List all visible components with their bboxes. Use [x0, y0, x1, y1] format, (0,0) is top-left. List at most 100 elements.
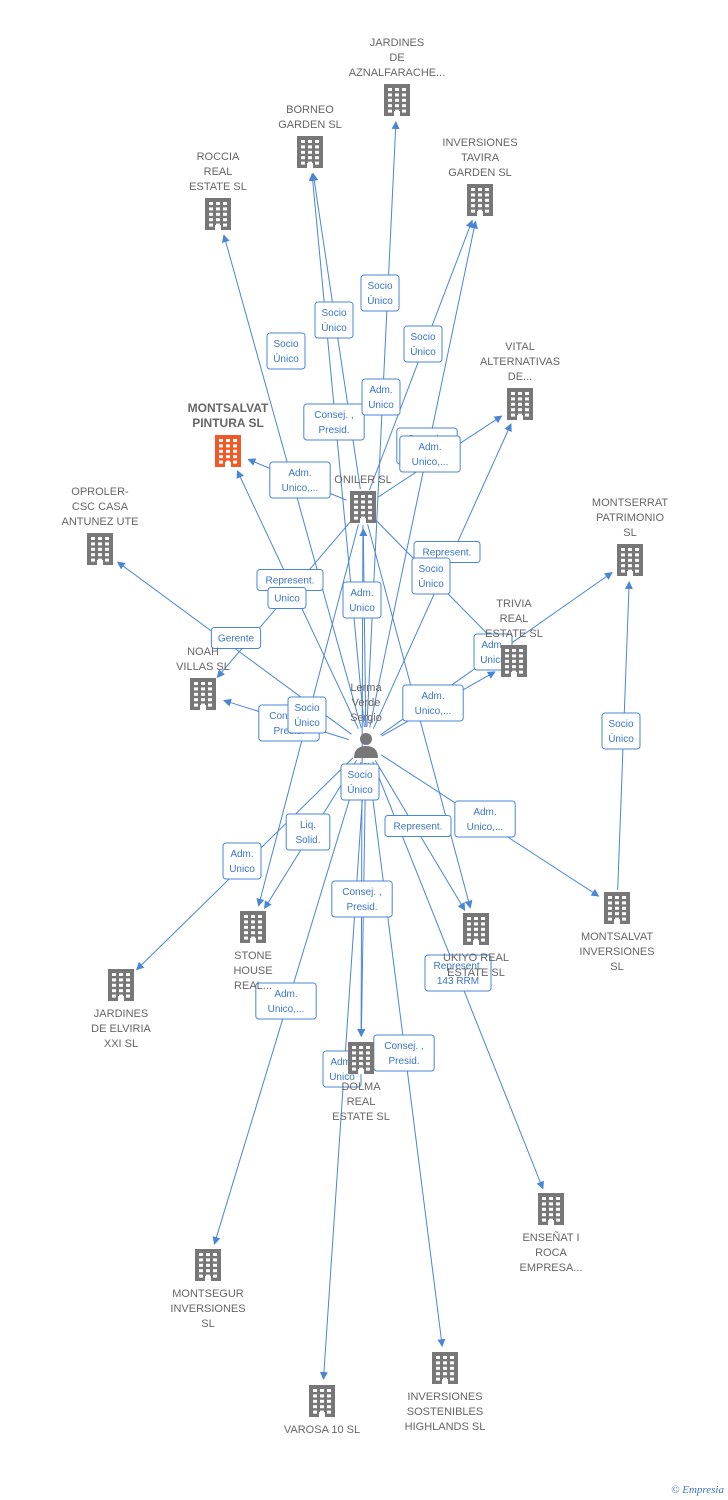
node-ensenat[interactable]: ENSEÑAT IROCAEMPRESA...	[520, 1193, 583, 1274]
edge-label-text: Liq.	[300, 820, 316, 831]
node-label: ONILER SL	[334, 474, 391, 486]
node-label: ESTATE SL	[189, 181, 247, 193]
edge-label-text: Unico	[229, 864, 255, 875]
edge-label[interactable]: Consej. ,Presid.	[303, 403, 365, 441]
node-label: GARDEN SL	[448, 167, 512, 179]
node-label: ROCCIA	[197, 151, 240, 163]
edge-label-box	[399, 435, 461, 473]
node-oniler[interactable]: ONILER SL	[334, 474, 392, 523]
edge-label-text: Adm.	[418, 442, 441, 453]
building-icon	[87, 533, 113, 565]
edge-label-text: Unico,...	[415, 706, 452, 717]
edge-label-text: Unico	[480, 655, 506, 666]
edge-label[interactable]: Consej. ,Presid.	[373, 1034, 435, 1072]
edge-label[interactable]: Consej. ,Presid.	[331, 880, 393, 918]
node-label: TRIVIA	[496, 598, 532, 610]
node-vital[interactable]: VITALALTERNATIVASDE...	[480, 341, 560, 420]
node-label: INVERSIONES	[442, 137, 517, 149]
edge-label-text: Único	[367, 294, 393, 307]
edge-label[interactable]: Represent.	[384, 815, 452, 837]
edge-label-text: Adm.	[350, 588, 373, 599]
edge-label-text: Adm.	[473, 807, 496, 818]
edge-label-box	[342, 581, 382, 619]
edge-label[interactable]: Adm. Unico,...	[402, 684, 464, 722]
node-label: TAVIRA	[461, 152, 500, 164]
edge-label[interactable]: Liq.Solid.	[285, 813, 331, 851]
building-icon	[195, 1249, 221, 1281]
node-label: ANTUNEZ UTE	[62, 516, 139, 528]
edge-label-text: Consej. ,	[342, 887, 381, 898]
copyright-symbol: ©	[671, 1484, 680, 1496]
node-label: ALTERNATIVAS	[480, 356, 560, 368]
edge-label[interactable]: Adm.Unico	[342, 581, 382, 619]
edge-label[interactable]: Adm.Unico,...	[269, 461, 331, 499]
node-label: INVERSIONES	[579, 946, 654, 958]
edge-label-layer: SocioÚnicoSocioÚnicoSocioÚnicoSocioÚnico…	[210, 274, 641, 1088]
edge-label-text: Presid.	[388, 1056, 419, 1067]
edge-label-box	[601, 712, 641, 750]
edge-label[interactable]: Gerente	[210, 627, 262, 649]
node-label: CSC CASA	[72, 501, 129, 513]
edge-label-text: Socio	[321, 308, 346, 319]
building-icon	[240, 911, 266, 943]
building-icon	[205, 198, 231, 230]
node-varosa[interactable]: VAROSA 10 SL	[284, 1385, 360, 1436]
edge-label[interactable]: Represent.143 RRM	[424, 954, 492, 992]
edge-label-box	[210, 627, 262, 649]
node-label: REAL	[500, 613, 529, 625]
node-label: ROCA	[535, 1247, 567, 1259]
edge-label-box	[222, 842, 262, 880]
edge-label-text: Unico	[274, 594, 300, 605]
edge-label-box	[285, 813, 331, 851]
edge-label-text: Adm.	[421, 691, 444, 702]
node-jardines_az[interactable]: JARDINESDEAZNALFARACHE...	[349, 37, 446, 116]
edge-label-text: Único	[347, 783, 373, 796]
edge-label[interactable]: Adm.Unico,...	[454, 800, 516, 838]
edge-label-text: Adm.	[288, 468, 311, 479]
edge-label-text: Socio	[367, 281, 392, 292]
node-inv_tavira[interactable]: INVERSIONES TAVIRA GARDEN SL	[442, 137, 518, 216]
edge-label[interactable]: Adm.Unico,...	[399, 435, 461, 473]
building-icon	[348, 1042, 374, 1074]
building-icon	[215, 435, 241, 467]
copyright-credit[interactable]: © Empresia	[671, 1484, 724, 1496]
edge-label-text: Represent.	[423, 548, 472, 559]
node-label: DE ELVIRIA	[91, 1023, 151, 1035]
edge-label[interactable]: Adm.Unico	[361, 378, 401, 416]
edge-label[interactable]: Unico	[267, 587, 307, 609]
edge-label[interactable]: Adm.Unico	[222, 842, 262, 880]
edge-label-text: Adm.	[330, 1057, 353, 1068]
edge-label-text: Único	[294, 716, 320, 729]
edge-label[interactable]: Adm.Unico,...	[255, 982, 317, 1020]
node-label: JARDINES	[370, 37, 424, 49]
node-label: DOLMA	[341, 1081, 381, 1093]
node-label: STONE	[234, 950, 272, 962]
edge-label-text: Único	[418, 577, 444, 590]
node-label: PATRIMONIO	[596, 512, 664, 524]
edge-label-text: Único	[608, 732, 634, 745]
edge-label-text: Único	[321, 321, 347, 334]
node-stone[interactable]: STONEHOUSEREAL...	[233, 911, 273, 992]
